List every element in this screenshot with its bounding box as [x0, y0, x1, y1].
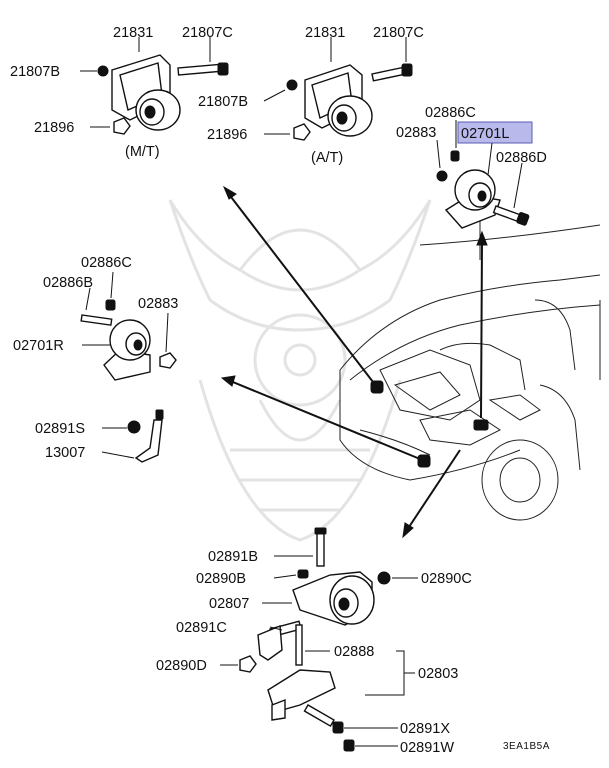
b-02891b-label: 02891B	[208, 549, 258, 565]
r-02886c-label: 02886C	[425, 105, 476, 121]
mt-21807c-label: 21807C	[182, 25, 233, 41]
b-02891x-label: 02891X	[400, 721, 450, 737]
right-mount-assembly	[436, 150, 530, 229]
b-02891w-label: 02891W	[400, 740, 454, 756]
at-21807b-label: 21807B	[198, 94, 248, 110]
b-02890c-label: 02890C	[421, 571, 472, 587]
l-02883-label: 02883	[138, 296, 178, 312]
b-02807-label: 02807	[209, 596, 249, 612]
at-21896-label: 21896	[207, 127, 247, 143]
mt-caption: (M/T)	[125, 144, 160, 160]
at-21831-label: 21831	[305, 25, 345, 41]
b-02803-label: 02803	[418, 666, 458, 682]
s-02891s-label: 02891S	[35, 421, 85, 437]
l-02886b-label: 02886B	[43, 275, 93, 291]
diagram-code: 3EA1B5A	[503, 741, 550, 752]
s-13007-label: 13007	[45, 445, 85, 461]
mt-21831-label: 21831	[113, 25, 153, 41]
mt-mount-assembly	[97, 54, 229, 135]
highlight-02701l-box	[457, 121, 533, 144]
samurai-watermark-icon	[168, 199, 432, 542]
b-02891c-label: 02891C	[176, 620, 227, 636]
l-02701r-label: 02701R	[13, 338, 64, 354]
at-caption: (A/T)	[311, 150, 343, 166]
l-02886c-label: 02886C	[81, 255, 132, 271]
at-mount-assembly	[286, 63, 413, 141]
vehicle-engine-bay-sketch	[339, 200, 601, 521]
b-02888-label: 02888	[334, 644, 374, 660]
b-02890b-label: 02890B	[196, 571, 246, 587]
mt-21807b-label: 21807B	[10, 64, 60, 80]
arrows	[220, 185, 488, 539]
r-02701l-label: 02701L	[461, 126, 509, 142]
stay-assembly	[127, 409, 164, 463]
at-21807c-label: 21807C	[373, 25, 424, 41]
r-02886d-label: 02886D	[496, 150, 547, 166]
bottom-mount-assembly	[239, 527, 391, 752]
b-02890d-label: 02890D	[156, 658, 207, 674]
mt-21896-label: 21896	[34, 120, 74, 136]
r-02883-label: 02883	[396, 125, 436, 141]
left-mount-assembly	[80, 299, 177, 381]
